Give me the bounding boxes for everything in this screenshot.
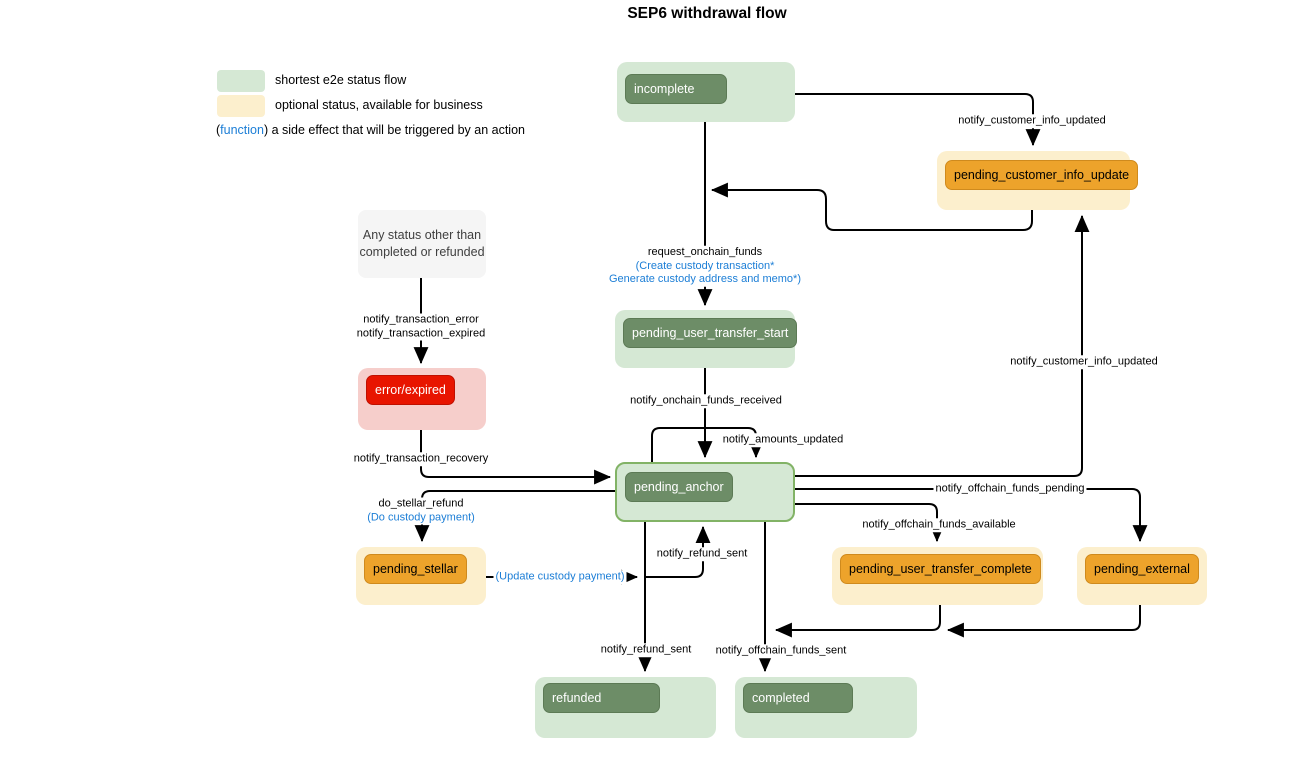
- legend-fn-close: ): [263, 123, 269, 137]
- node-pending_anchor-label: pending_anchor: [625, 472, 733, 502]
- node-completed: completed: [735, 677, 917, 738]
- edge-error_expired-to-pending_anchor: [420, 430, 612, 485]
- edge-label-notify_refund_sent: notify_refund_sent: [598, 643, 694, 657]
- node-any_status_note: Any status other than completed or refun…: [358, 210, 486, 278]
- edge-label-notify_transaction_recovery: notify_transaction_recovery: [351, 452, 491, 466]
- node-pending_stellar-label: pending_stellar: [364, 554, 467, 584]
- node-pending_user_transfer_complete-label: pending_user_transfer_complete: [840, 554, 1041, 584]
- diagram-title: SEP6 withdrawal flow: [627, 5, 787, 22]
- node-pending_anchor: pending_anchor: [615, 462, 795, 522]
- edge-pending_anchor-to-pending_user_transfer_complete: [795, 503, 945, 543]
- legend-swatch-optional: [217, 95, 265, 117]
- edge-incomplete-to-pending_customer_info_update: [795, 93, 1041, 147]
- legend-fn-open: (: [216, 123, 221, 137]
- edge-label-updatecustodypayment: (Update custody payment): [493, 570, 627, 584]
- edge-label-do_stellar_refund: do_stellar_refund(Do custody payment): [365, 497, 477, 525]
- edge-label-notify_offchain_funds_pending: notify_offchain_funds_pending: [933, 482, 1087, 496]
- node-pending_external-label: pending_external: [1085, 554, 1199, 584]
- node-completed-label: completed: [743, 683, 853, 713]
- legend-fn-word: function: [220, 123, 264, 137]
- edge-label-notify_refund_sent: notify_refund_sent: [654, 547, 750, 561]
- edge-pending_anchor-to-pending_external: [795, 488, 1148, 543]
- edge-pending_external-to-completed: [946, 605, 1141, 638]
- edge-label-notify_customer_info_updated: notify_customer_info_updated: [1008, 355, 1160, 369]
- edge-pending_user_transfer_complete-to-completed: [774, 605, 941, 638]
- legend-label-optional: optional status, available for business: [275, 98, 483, 112]
- node-pending_user_transfer_complete: pending_user_transfer_complete: [832, 547, 1043, 605]
- node-error_expired: error/expired: [358, 368, 486, 430]
- node-pending_customer_info_update-label: pending_customer_info_update: [945, 160, 1139, 190]
- edge-label-notify_offchain_funds_available: notify_offchain_funds_available: [860, 518, 1018, 532]
- node-incomplete-label: incomplete: [625, 74, 727, 104]
- node-incomplete: incomplete: [617, 62, 795, 122]
- node-pending_external: pending_external: [1077, 547, 1207, 605]
- legend-label-flow: shortest e2e status flow: [275, 73, 407, 87]
- edge-pending_customer_info_update-to-main_flow_merge: [710, 182, 1033, 231]
- node-pending_stellar: pending_stellar: [356, 547, 486, 605]
- node-refunded: refunded: [535, 677, 716, 738]
- node-refunded-label: refunded: [543, 683, 660, 713]
- edge-label-notify_amounts_updated: notify_amounts_updated: [720, 433, 846, 447]
- legend-swatch-flow: [217, 70, 265, 92]
- edge-label-notify_offchain_funds_sent: notify_offchain_funds_sent: [713, 644, 849, 658]
- edge-refund_junction-to-pending_anchor: [646, 525, 711, 578]
- edge-label-request_onchain_funds: request_onchain_funds(Create custody tra…: [607, 245, 803, 287]
- edge-pending_anchor-to-pending_customer_info_update: [795, 214, 1090, 477]
- edge-pending_anchor-to-pending_anchor: [651, 427, 764, 462]
- node-pending_user_transfer_start: pending_user_transfer_start: [615, 310, 798, 368]
- legend-function-line: (function) a side effect that will be tr…: [216, 123, 525, 137]
- node-error_expired-label: error/expired: [366, 375, 455, 405]
- edge-label-notify_onchain_funds_received: notify_onchain_funds_received: [628, 394, 784, 408]
- node-pending_customer_info_update: pending_customer_info_update: [937, 151, 1139, 210]
- legend-fn-rest: a side effect that will be triggered by …: [268, 123, 525, 137]
- edge-label-notify_customer_info_updated: notify_customer_info_updated: [956, 114, 1108, 128]
- node-pending_user_transfer_start-label: pending_user_transfer_start: [623, 318, 798, 348]
